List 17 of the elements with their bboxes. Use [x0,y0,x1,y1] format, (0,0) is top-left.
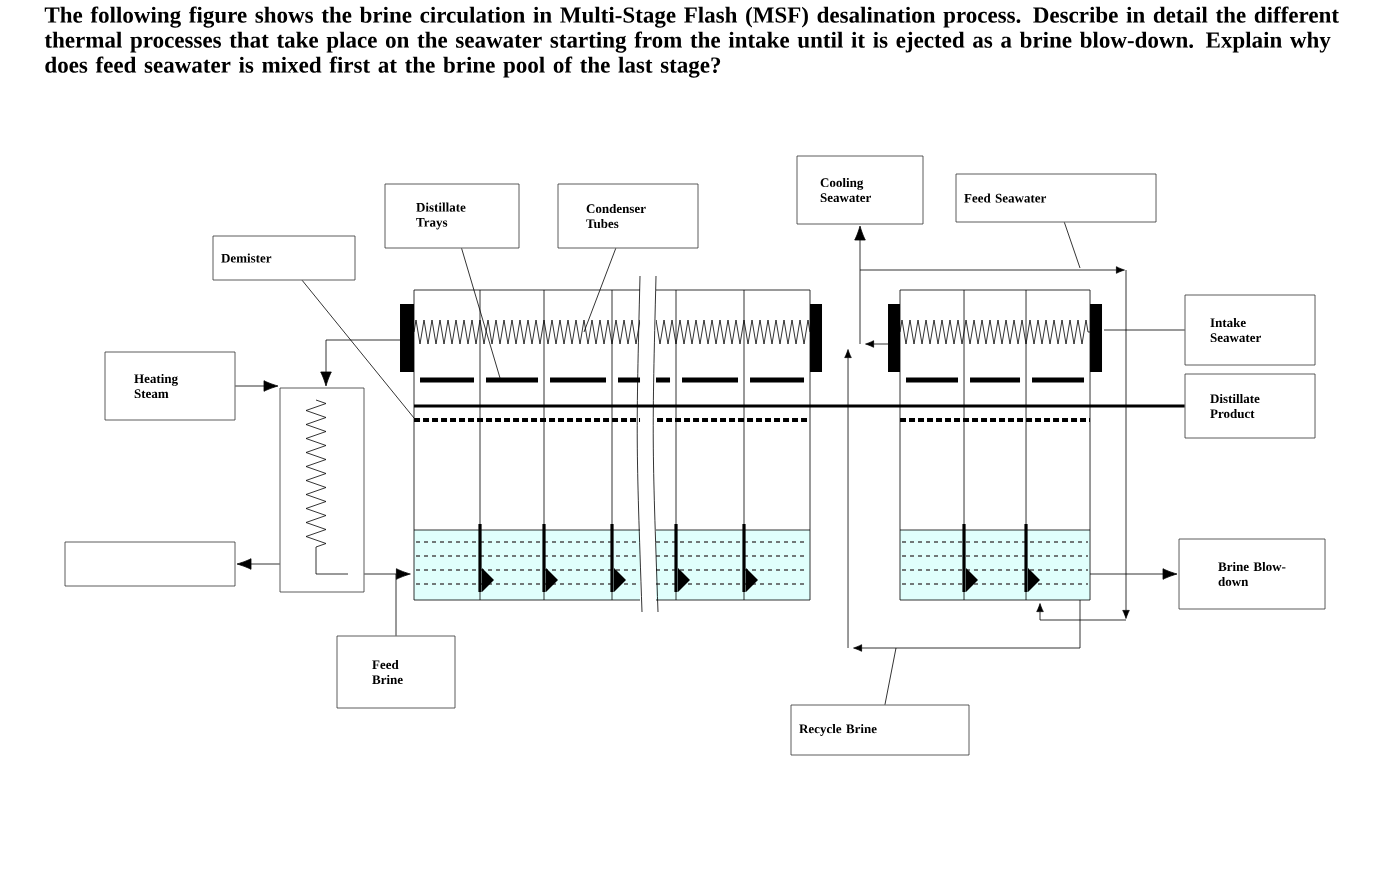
arrow [236,558,280,570]
arrow [854,225,866,271]
pipe-line [414,404,1185,408]
leader-line [461,248,501,379]
question-text: The following figure shows the brine circulation in Multi-Stage Flash (MSF) desalination process. Describe in detail the different thermal processes that take place on the seawater starting from the intake until it is ejected as a brine blow-down. Explain why does feed seawater is mixed first at the brine pool of the last stage? [44,6,1339,78]
arrow [320,339,401,387]
leader-line [1103,329,1185,331]
leader-line [1064,222,1081,269]
arrow [1089,568,1178,580]
vessel-box [279,387,365,593]
vessel-box [64,541,236,587]
arrow [235,380,279,392]
leader-line [395,573,397,636]
arrow [364,568,411,580]
leader-line [301,280,415,419]
leader-line [583,248,617,333]
leader-line [884,647,897,705]
